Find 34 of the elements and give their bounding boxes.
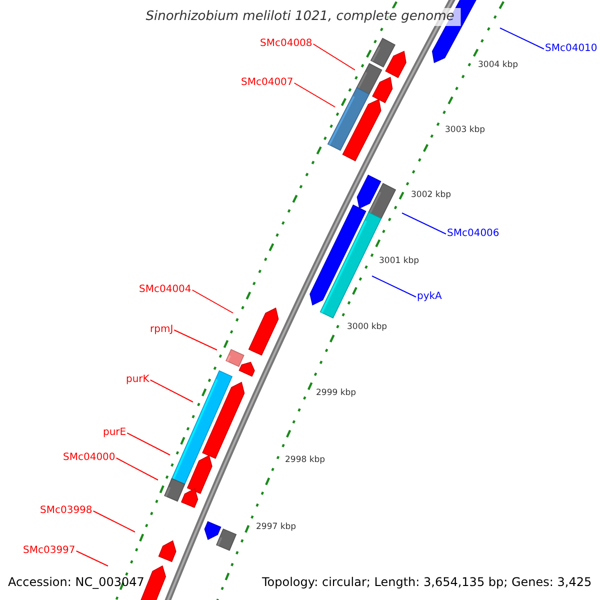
leader-line	[312, 44, 356, 70]
gene-label: SMc03997	[23, 545, 76, 557]
tick-label: 3001 kbp	[379, 256, 420, 266]
tick-label: 2999 kbp	[316, 388, 356, 398]
leader-line	[174, 330, 218, 350]
tick-label: 3004 kbp	[478, 60, 518, 70]
gene-label: purK	[126, 374, 150, 386]
gene-label: SMc04008	[260, 38, 312, 50]
leader-line	[372, 276, 416, 298]
leader-line	[92, 510, 136, 532]
tick-label: 3002 kbp	[411, 190, 452, 200]
tick-label: 3000 kbp	[347, 322, 388, 332]
leader-line	[192, 290, 234, 314]
gene-label: SMc04004	[139, 284, 192, 296]
leader-line	[116, 458, 158, 480]
tick-label: 2998 kbp	[285, 455, 326, 465]
gene-label: purE	[103, 427, 126, 439]
leader-line	[126, 432, 170, 456]
tick-label: 3003 kbp	[445, 125, 486, 135]
accession-note: Accession: NC_003047	[8, 575, 144, 589]
gene-label: SMc04006	[447, 228, 500, 240]
gene-label: SMc03998	[40, 505, 92, 517]
genome-info: Topology: circular; Length: 3,654,135 bp; Genes: 3,425	[262, 575, 592, 589]
leader-line	[294, 82, 336, 108]
gene-label: SMc04010	[545, 43, 598, 55]
tick-label: 2997 kbp	[256, 522, 296, 532]
leader-line	[402, 212, 446, 234]
gene-label: rpmJ	[150, 324, 174, 336]
leader-line	[500, 28, 544, 50]
leader-line	[76, 550, 108, 566]
gene-label: pykA	[417, 291, 442, 303]
gene-label: SMc04000	[63, 452, 116, 464]
leader-line	[150, 380, 194, 402]
gene-label: SMc04007	[241, 77, 294, 89]
